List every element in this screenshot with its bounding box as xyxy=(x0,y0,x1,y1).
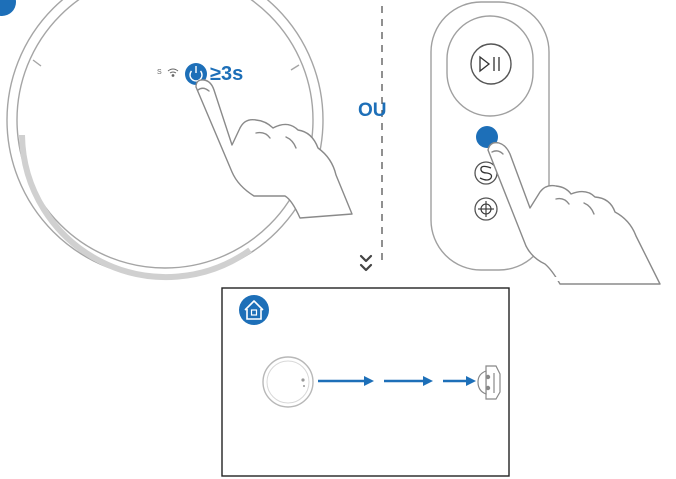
status-letter: S xyxy=(157,69,162,76)
play-pause-icon xyxy=(479,55,500,73)
power-icon xyxy=(189,70,203,82)
robot-vacuum-top xyxy=(6,0,324,281)
path-arrows xyxy=(318,376,476,386)
hold-duration-label: ≥3s xyxy=(210,63,244,85)
locate-button[interactable] xyxy=(474,197,498,221)
play-pause-button[interactable] xyxy=(470,43,512,85)
hand-pointing-robot xyxy=(195,79,353,219)
home-icon xyxy=(239,295,269,325)
robot-icon xyxy=(262,356,314,408)
locate-icon xyxy=(478,201,494,217)
wifi-icon xyxy=(167,68,179,77)
hand-pointing-remote xyxy=(487,141,661,285)
home-remote-button[interactable] xyxy=(476,126,498,148)
remote-control xyxy=(430,1,550,271)
step-marker xyxy=(0,0,16,16)
double-chevron-down-icon xyxy=(359,254,373,272)
spot-clean-icon xyxy=(479,165,493,181)
or-label: OU xyxy=(358,100,387,121)
charging-dock-icon xyxy=(477,365,501,400)
